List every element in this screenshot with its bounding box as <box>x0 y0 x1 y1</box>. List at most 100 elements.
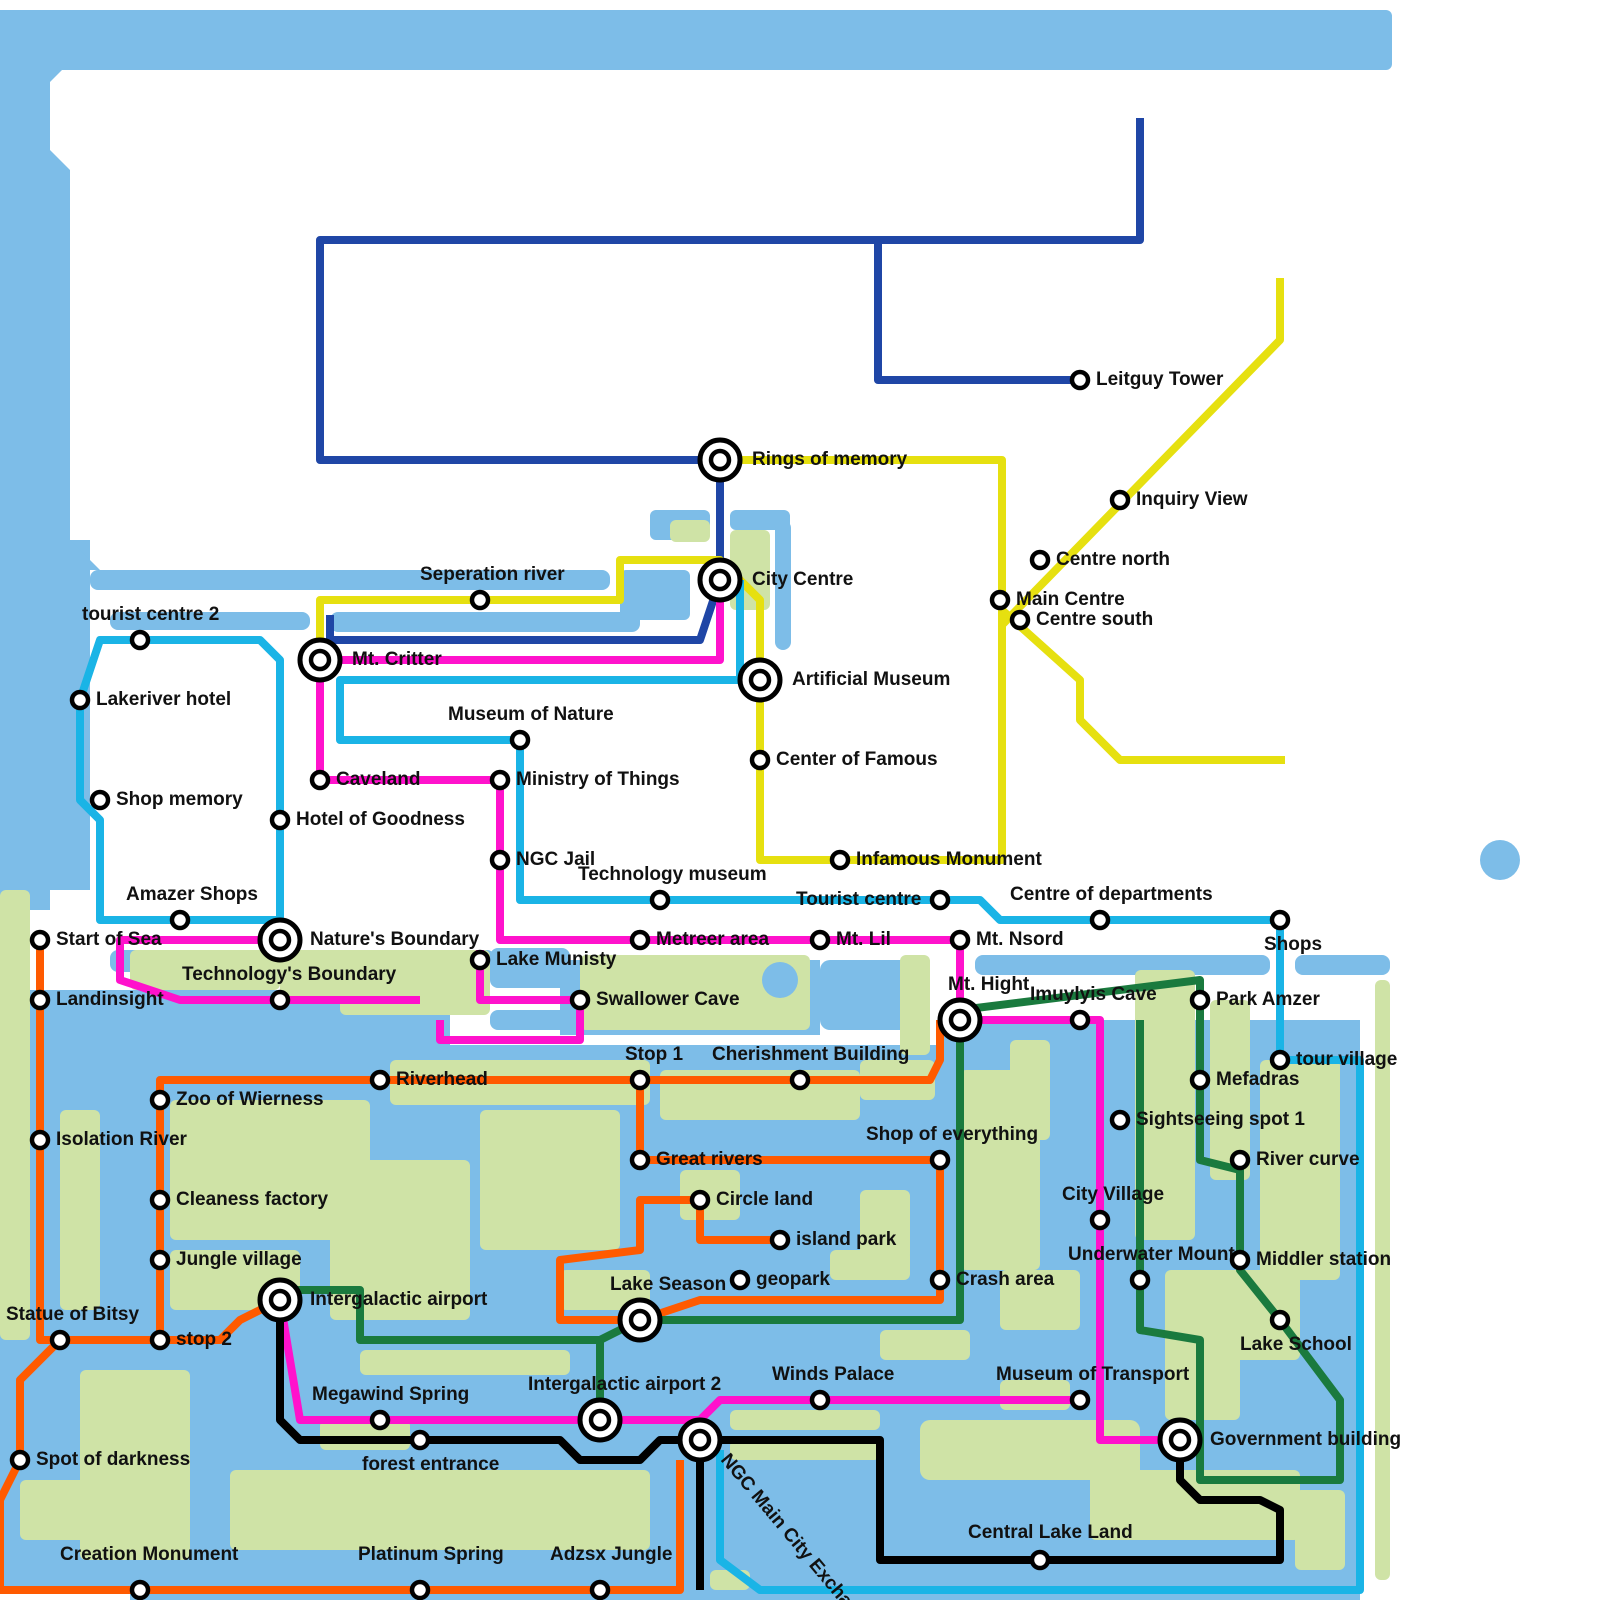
label-mt-critter: Mt. Critter <box>352 649 442 670</box>
station-natures-boundary[interactable]: Nature's Boundary <box>257 917 480 963</box>
label-mt-nsord: Mt. Nsord <box>976 929 1064 950</box>
station-museum-of-nature[interactable]: Museum of Nature <box>448 704 614 751</box>
station-mt-lil[interactable]: Mt. Lil <box>809 929 891 951</box>
station-centre-north[interactable]: Centre north <box>1029 549 1170 571</box>
station-sightseeing-spot-1[interactable]: Sightseeing spot 1 <box>1109 1109 1305 1131</box>
station-middler-station[interactable]: Middler station <box>1229 1249 1391 1271</box>
station-stop-2[interactable]: stop 2 <box>149 1329 232 1351</box>
station-megawind-spring[interactable]: Megawind Spring <box>312 1384 469 1431</box>
station-jungle-village[interactable]: Jungle village <box>149 1249 302 1271</box>
station-intergalactic-airport-2[interactable]: Intergalactic airport 2 <box>528 1374 721 1443</box>
label-zoo-of-wierness: Zoo of Wierness <box>176 1089 324 1110</box>
label-technologys-boundary: Technology's Boundary <box>182 964 397 985</box>
label-centre-north: Centre north <box>1056 549 1170 570</box>
station-tour-village[interactable]: tour village <box>1269 1049 1397 1071</box>
label-jungle-village: Jungle village <box>176 1249 302 1270</box>
station-infamous-monument[interactable]: Infamous Monument <box>829 849 1042 871</box>
station-main-centre[interactable]: Main Centre <box>989 589 1125 611</box>
station-cleaness-factory[interactable]: Cleaness factory <box>149 1189 329 1211</box>
label-rings-of-memory: Rings of memory <box>752 449 908 470</box>
station-creation-monument[interactable]: Creation Monument <box>60 1544 239 1600</box>
label-centre-of-departments: Centre of departments <box>1010 884 1213 905</box>
station-stop-1[interactable]: Stop 1 <box>625 1044 683 1091</box>
station-start-of-sea[interactable]: Start of Sea <box>29 929 162 951</box>
station-lake-season[interactable]: Lake Season <box>610 1274 726 1343</box>
station-circle-land[interactable]: Circle land <box>689 1189 813 1211</box>
label-swallower-cave: Swallower Cave <box>596 989 740 1010</box>
station-shops[interactable]: Shops <box>1264 909 1322 955</box>
station-technology-museum[interactable]: Technology museum <box>578 864 767 911</box>
station-lake-munisty[interactable]: Lake Munisty <box>469 949 617 971</box>
station-swallower-cave[interactable]: Swallower Cave <box>569 989 740 1011</box>
station-centre-of-departments[interactable]: Centre of departments <box>1010 884 1213 931</box>
station-great-rivers[interactable]: Great rivers <box>629 1149 763 1171</box>
station-inquiry-view[interactable]: Inquiry View <box>1109 489 1248 511</box>
station-riverhead[interactable]: Riverhead <box>369 1069 488 1091</box>
station-tourist-centre-2[interactable]: tourist centre 2 <box>82 604 219 651</box>
route-black <box>276 1300 1284 1564</box>
station-caveland[interactable]: Caveland <box>309 769 420 791</box>
station-landinsight[interactable]: Landinsight <box>29 989 164 1011</box>
station-adzsx-jungle[interactable]: Adzsx Jungle <box>550 1544 672 1600</box>
station-tourist-centre[interactable]: Tourist centre <box>796 889 951 911</box>
station-central-lake-land[interactable]: Central Lake Land <box>968 1522 1133 1571</box>
station-winds-palace[interactable]: Winds Palace <box>772 1364 894 1411</box>
station-spot-of-darkness[interactable]: Spot of darkness <box>9 1449 190 1471</box>
label-amazer-shops: Amazer Shops <box>126 884 258 905</box>
station-centre-south[interactable]: Centre south <box>1009 609 1153 631</box>
station-shop-of-everything[interactable]: Shop of everything <box>866 1124 1038 1171</box>
label-middler-station: Middler station <box>1256 1249 1391 1270</box>
label-geopark: geopark <box>756 1269 830 1290</box>
label-stop-2: stop 2 <box>176 1329 232 1350</box>
station-seperation-river[interactable]: Seperation river <box>420 564 565 611</box>
label-intergalactic-airport: Intergalactic airport <box>310 1289 488 1310</box>
label-tourist-centre: Tourist centre <box>796 889 921 910</box>
station-zoo-of-wierness[interactable]: Zoo of Wierness <box>149 1089 324 1111</box>
label-natures-boundary: Nature's Boundary <box>310 929 480 950</box>
station-underwater-mount[interactable]: Underwater Mount <box>1068 1244 1235 1291</box>
label-platinum-spring: Platinum Spring <box>358 1544 504 1565</box>
station-crash-area[interactable]: Crash area <box>929 1269 1055 1291</box>
station-mefadras[interactable]: Mefadras <box>1189 1069 1299 1091</box>
station-park-amzer[interactable]: Park Amzer <box>1189 989 1320 1011</box>
station-ministry-of-things[interactable]: Ministry of Things <box>489 769 680 791</box>
station-lake-school[interactable]: Lake School <box>1240 1309 1352 1355</box>
route-magenta-s <box>276 1299 1080 1424</box>
label-great-rivers: Great rivers <box>656 1149 763 1170</box>
station-center-of-famous[interactable]: Center of Famous <box>749 749 938 771</box>
station-statue-of-bitsy[interactable]: Statue of Bitsy <box>6 1304 139 1351</box>
label-inquiry-view: Inquiry View <box>1136 489 1248 510</box>
station-metreer-area[interactable]: Metreer area <box>629 929 769 951</box>
station-city-village[interactable]: City Village <box>1062 1184 1164 1231</box>
station-mt-nsord[interactable]: Mt. Nsord <box>949 929 1064 951</box>
label-caveland: Caveland <box>336 769 420 790</box>
label-shop-of-everything: Shop of everything <box>866 1124 1038 1145</box>
station-artificial-museum[interactable]: Artificial Museum <box>737 657 950 703</box>
station-platinum-spring[interactable]: Platinum Spring <box>358 1544 504 1600</box>
station-technologys-boundary[interactable]: Technology's Boundary <box>182 964 397 1011</box>
station-city-centre[interactable]: City Centre <box>697 557 853 603</box>
route-navy-branch <box>874 240 1080 384</box>
station-cherishment-building[interactable]: Cherishment Building <box>712 1044 909 1091</box>
station-government-building[interactable]: Government building <box>1157 1417 1401 1463</box>
station-forest-entrance[interactable]: forest entrance <box>362 1429 499 1475</box>
station-hotel-of-goodness[interactable]: Hotel of Goodness <box>269 809 465 831</box>
label-winds-palace: Winds Palace <box>772 1364 894 1385</box>
station-intergalactic-airport[interactable]: Intergalactic airport <box>257 1277 488 1323</box>
station-rings-of-memory[interactable]: Rings of memory <box>697 437 908 483</box>
station-mt-critter[interactable]: Mt. Critter <box>297 637 442 683</box>
station-mt-hight[interactable]: Mt. Hight <box>937 974 1030 1043</box>
station-geopark[interactable]: geopark <box>729 1269 830 1291</box>
station-ngc-jail[interactable]: NGC Jail <box>489 849 595 871</box>
station-lakeriver-hotel[interactable]: Lakeriver hotel <box>69 689 231 711</box>
station-leitguy-tower[interactable]: Leitguy Tower <box>1069 369 1224 391</box>
station-shop-memory[interactable]: Shop memory <box>89 789 243 811</box>
station-river-curve[interactable]: River curve <box>1229 1149 1360 1171</box>
route-magenta <box>316 580 1180 1444</box>
station-imuylyis-cave[interactable]: Imuylyis Cave <box>1030 984 1157 1031</box>
station-island-park[interactable]: island park <box>769 1229 897 1251</box>
station-amazer-shops[interactable]: Amazer Shops <box>126 884 258 931</box>
station-museum-of-transport[interactable]: Museum of Transport <box>996 1364 1190 1411</box>
label-technology-museum: Technology museum <box>578 864 767 885</box>
station-isolation-river[interactable]: Isolation River <box>29 1129 188 1151</box>
